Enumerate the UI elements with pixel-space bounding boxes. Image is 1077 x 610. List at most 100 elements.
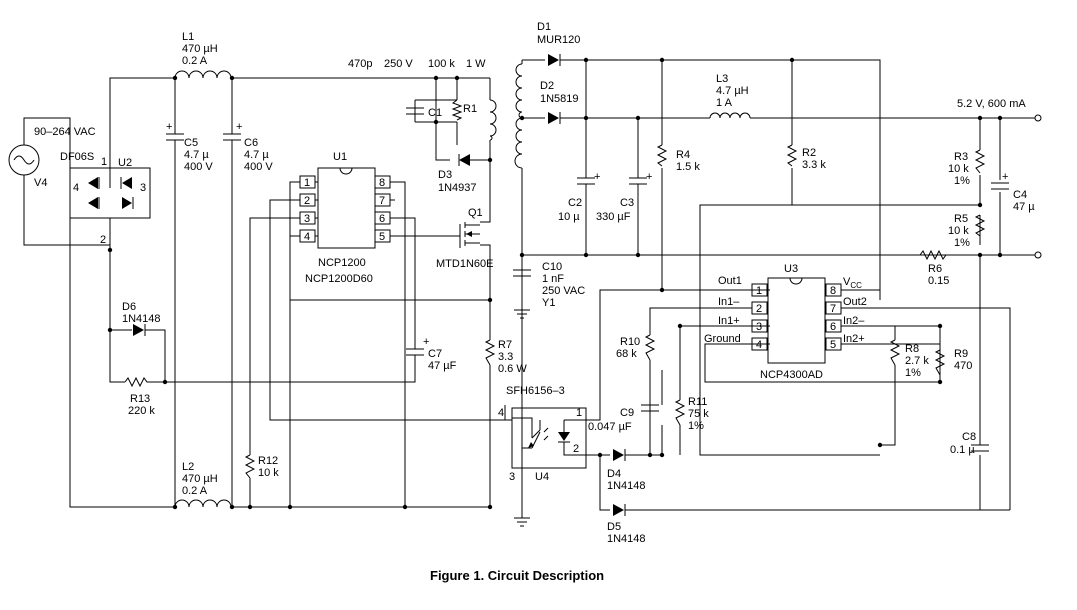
wires [23, 59, 1035, 511]
U3-pin4: 4 [756, 339, 762, 351]
capacitor-C9 [641, 404, 659, 412]
C3-value: 330 µF [596, 211, 631, 223]
mosfet-Q1 [459, 222, 480, 248]
U3-part: NCP4300AD [760, 369, 823, 381]
R12-ref: R12 [258, 455, 278, 467]
R9-ref: R9 [954, 348, 968, 360]
U3-label-in1-pos: In1+ [718, 315, 740, 327]
C5-ref: C5 [184, 137, 198, 149]
U1-pin2: 2 [304, 195, 310, 207]
D1-part: MUR120 [537, 34, 580, 46]
U1-pin3: 3 [304, 213, 310, 225]
R5-ref: R5 [954, 213, 968, 225]
R7-ref: R7 [498, 339, 512, 351]
capacitor-C6: + [223, 121, 242, 150]
capacitor-C1 [406, 107, 424, 115]
bridge-pin3: 3 [140, 182, 146, 194]
D3-ref: D3 [438, 169, 452, 181]
U3-label-vcc-sub: CC [850, 281, 862, 290]
resistor-R13 [124, 376, 150, 388]
R5-value: 10 k [948, 225, 969, 237]
inductor-L2 [174, 499, 232, 508]
bridge-rectifier [69, 167, 151, 219]
U4-pin3: 3 [509, 471, 515, 483]
L2-current: 0.2 A [182, 485, 208, 497]
transformer [489, 63, 523, 169]
Q1-ref: Q1 [468, 207, 483, 219]
R8-tol: 1% [905, 367, 921, 379]
U3-label-ground: Ground [704, 333, 741, 345]
U4-pin1: 1 [576, 407, 582, 419]
R7-power: 0.6 W [498, 363, 527, 375]
C5-value: 4.7 µ [184, 149, 209, 161]
source-range-label: 90–264 VAC [34, 126, 96, 138]
capacitor-C5: + [166, 121, 184, 150]
junction-dots [107, 57, 1003, 510]
resistor-R9 [934, 349, 946, 376]
U3-ref: U3 [784, 263, 798, 275]
Q1-part: MTD1N60E [436, 258, 493, 270]
U3-pin8: 8 [830, 285, 836, 297]
R5-tol: 1% [954, 237, 970, 249]
R11-value: 75 k [688, 408, 709, 420]
U3-pin7: 7 [830, 303, 836, 315]
L1-current: 0.2 A [182, 55, 208, 67]
R4-ref: R4 [676, 149, 690, 161]
resistor-R8 [889, 339, 901, 366]
R1-value-top: 100 k [428, 58, 455, 70]
C2-ref: C2 [568, 197, 582, 209]
C1-value-top: 470p [348, 58, 372, 70]
C6-value: 4.7 µ [244, 149, 269, 161]
U3-pin2: 2 [756, 303, 762, 315]
svg-text:+: + [1002, 171, 1008, 183]
U4-pin2: 2 [573, 443, 579, 455]
C3-ref: C3 [620, 197, 634, 209]
R8-ref: R8 [905, 343, 919, 355]
U1-pin7: 7 [379, 195, 385, 207]
resistor-R11 [674, 399, 686, 426]
U1-pin4: 4 [304, 231, 310, 243]
C1-ref: C1 [428, 107, 442, 119]
resistor-R4 [656, 144, 668, 167]
R4-value: 1.5 k [676, 161, 700, 173]
inductor-L3 [709, 112, 751, 119]
svg-text:+: + [166, 121, 172, 133]
bridge-pin1: 1 [101, 156, 107, 168]
D6-ref: D6 [122, 301, 136, 313]
bridge-pin2: 2 [100, 234, 106, 246]
U3-pin1: 1 [756, 285, 762, 297]
figure-caption: Figure 1. Circuit Description [430, 568, 604, 583]
ic-U1 [299, 167, 395, 249]
R13-ref: R13 [130, 393, 150, 405]
svg-text:+: + [423, 336, 429, 348]
U1-ref: U1 [333, 151, 347, 163]
capacitor-C7: + [406, 336, 429, 365]
optocoupler-U4 [505, 407, 587, 469]
C7-value: 47 µF [428, 360, 457, 372]
U1-pin8: 8 [379, 177, 385, 189]
U1-pin5: 5 [379, 231, 385, 243]
capacitor-C10 [513, 269, 531, 277]
D4-part: 1N4148 [607, 480, 646, 492]
capacitor-C4: + [991, 171, 1009, 190]
R6-ref: R6 [928, 263, 942, 275]
inductor-L1 [174, 70, 232, 79]
R3-tol: 1% [954, 175, 970, 187]
output-label: 5.2 V, 600 mA [957, 98, 1026, 110]
U3-label-vcc-main: V [843, 276, 851, 288]
C4-ref: C4 [1013, 189, 1027, 201]
U3-pin6: 6 [830, 321, 836, 333]
R13-value: 220 k [128, 405, 155, 417]
U3-pin5: 5 [830, 339, 836, 351]
capacitor-C3: + [629, 171, 652, 190]
resistor-R5 [974, 214, 986, 237]
R10-ref: R10 [620, 336, 640, 348]
U3-label-out1: Out1 [718, 275, 742, 287]
L3-value: 4.7 µH [716, 85, 749, 97]
diode-D3 [458, 154, 470, 166]
R11-ref: R11 [688, 396, 707, 408]
diode-D1 [548, 54, 561, 66]
R3-ref: R3 [954, 151, 968, 163]
D6-part: 1N4148 [122, 313, 161, 325]
